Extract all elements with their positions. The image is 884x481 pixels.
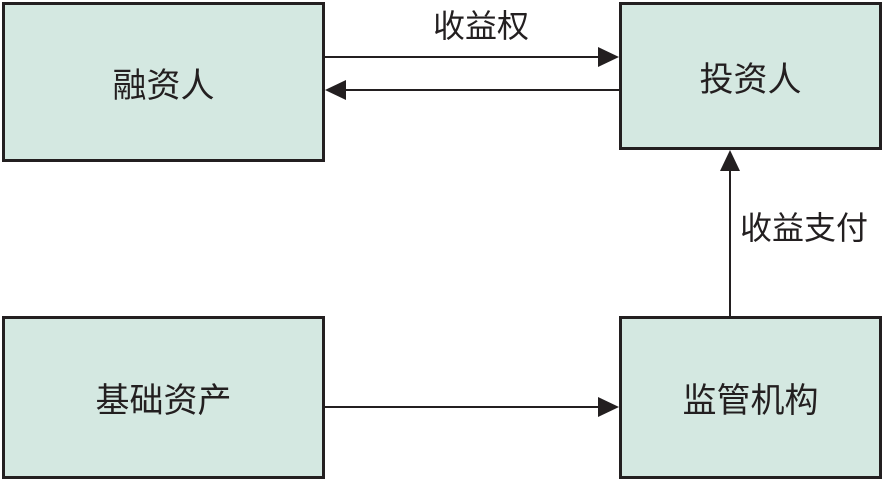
node-investor: 投资人 bbox=[619, 2, 882, 150]
arrow-financier-to-investor bbox=[325, 47, 619, 67]
arrow-asset-to-regulator bbox=[325, 397, 619, 417]
node-regulator-label: 监管机构 bbox=[682, 381, 819, 421]
arrow-regulator-to-investor bbox=[720, 150, 740, 316]
node-underlying-asset: 基础资产 bbox=[2, 316, 325, 479]
node-financier: 融资人 bbox=[2, 2, 325, 162]
edge-label-regulator-to-investor: 收益支付 bbox=[740, 209, 869, 247]
node-financier-label: 融资人 bbox=[112, 65, 215, 106]
node-underlying-asset-label: 基础资产 bbox=[95, 381, 232, 421]
node-investor-label: 投资人 bbox=[699, 59, 802, 100]
node-regulator: 监管机构 bbox=[619, 316, 882, 479]
edge-label-financier-to-investor: 收益权 bbox=[433, 7, 530, 45]
arrow-investor-to-financier bbox=[325, 80, 619, 100]
